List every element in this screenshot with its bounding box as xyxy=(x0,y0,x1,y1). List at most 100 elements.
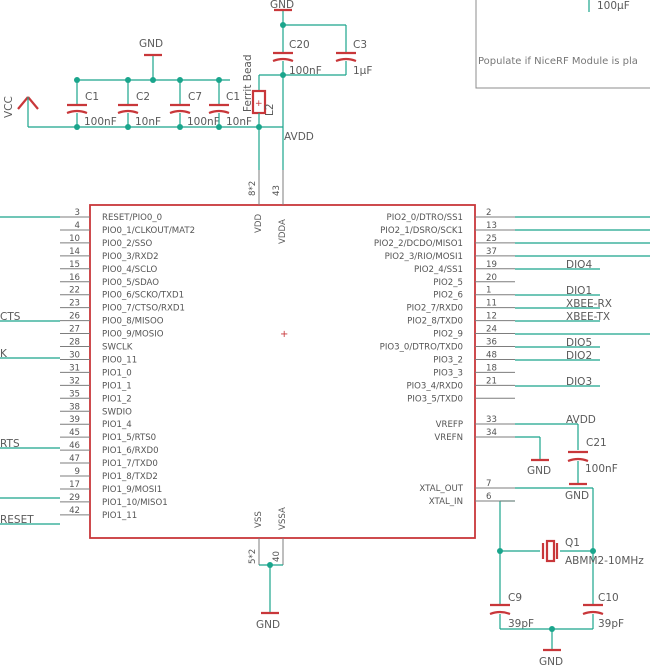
pin-number: 23 xyxy=(69,299,80,309)
pin-number: 1 xyxy=(486,286,491,296)
pin-name: PIO0_5/SDAO xyxy=(102,278,159,288)
pin-number: 9 xyxy=(75,467,80,477)
pin-number: 6 xyxy=(486,492,491,502)
c-partial-ref: C1 xyxy=(226,91,240,103)
pin-name: PIO2_8/TXD0 xyxy=(407,317,463,327)
pin-number: 47 xyxy=(69,454,80,464)
net-vcc: VCC xyxy=(3,96,15,118)
pin-name: PIO3_0/DTRO/TXD0 xyxy=(380,343,463,353)
pin-name: PIO0_3/RXD2 xyxy=(102,252,159,262)
pin-number: 36 xyxy=(486,338,497,348)
pin-number: 10 xyxy=(69,234,80,244)
pin-number: 18 xyxy=(486,363,497,373)
pin-name: SWDIO xyxy=(102,407,132,417)
pin-number: 20 xyxy=(486,273,497,283)
pin-name: PIO0_1/CLKOUT/MAT2 xyxy=(102,226,195,236)
vdd-label: VDD xyxy=(254,214,264,233)
pin-name: XTAL_OUT xyxy=(419,484,463,494)
pin-name: PIO1_1 xyxy=(102,381,132,391)
net-dio5: DIO5 xyxy=(566,337,592,349)
c10-value: 39pF xyxy=(598,618,624,630)
note-text: Populate if NiceRF Module is pla xyxy=(478,56,638,67)
pin-number: 30 xyxy=(69,350,80,360)
right-nets: DIO4 DIO1 XBEE-RX XBEE-TX DIO5 DIO2 DIO3 xyxy=(515,216,650,388)
net-dio4: DIO4 xyxy=(566,259,592,271)
c10-ref: C10 xyxy=(598,592,619,604)
pin-name: PIO0_2/SSO xyxy=(102,239,153,249)
pin-name: PIO1_8/TXD2 xyxy=(102,472,158,482)
pin-number: 37 xyxy=(486,247,497,257)
pin-name: PIO2_9 xyxy=(433,330,463,340)
pin-name: PIO2_6 xyxy=(433,291,463,301)
pin-number: 22 xyxy=(69,286,80,296)
c20-ref: C20 xyxy=(289,39,310,51)
net-xbee-tx: XBEE-TX xyxy=(566,311,610,323)
net-dio3: DIO3 xyxy=(566,376,592,388)
pin-number: 45 xyxy=(69,428,80,438)
vdd-pin-num: 8*2 xyxy=(248,181,258,196)
pin-name: PIO1_7/TXD0 xyxy=(102,459,158,469)
svg-text:+: + xyxy=(280,329,288,340)
pin-name: PIO0_7/CTSO/RXD1 xyxy=(102,304,185,314)
note-cap-value: 100µF xyxy=(597,0,630,12)
pin-name: PIO2_3/RIO/MOSI1 xyxy=(385,252,463,262)
pin-name: XTAL_IN xyxy=(429,497,463,507)
c21-value: 100nF xyxy=(585,463,618,475)
net-reset: RESET xyxy=(0,514,34,526)
svg-text:+: + xyxy=(255,99,263,109)
pin-name: PIO2_2/DCDO/MISO1 xyxy=(374,239,463,249)
pin-number: 27 xyxy=(69,325,80,335)
net-avdd: AVDD xyxy=(284,131,314,143)
pin-number: 12 xyxy=(486,312,497,322)
pin-name: PIO2_1/DSRO/SCK1 xyxy=(380,226,463,236)
net-avdd-vref: AVDD xyxy=(566,414,596,426)
pin-number: 21 xyxy=(486,376,497,386)
crystal-section: Q1 ABMM2-10MHz C9 39pF C10 39pF GND xyxy=(489,487,644,667)
gnd-c21: GND xyxy=(565,490,589,502)
pin-name: PIO1_9/MOSI1 xyxy=(102,485,162,495)
pin-number: 28 xyxy=(69,338,80,348)
c20-value: 100nF xyxy=(289,65,322,77)
pin-number: 14 xyxy=(69,247,80,257)
vssa-pin-num: 40 xyxy=(272,551,282,562)
pin-number: 42 xyxy=(69,506,80,516)
pin-name: PIO0_11 xyxy=(102,355,137,365)
pin-name: PIO0_8/MISOO xyxy=(102,317,164,327)
pin-number: 35 xyxy=(69,389,80,399)
gnd-decoupling: GND xyxy=(139,38,163,50)
l2-value: Ferrit Bead xyxy=(242,54,254,112)
vss-label: VSS xyxy=(254,511,264,528)
c2-ref: C2 xyxy=(136,91,150,103)
pin-number: 15 xyxy=(69,260,80,270)
pin-name: PIO1_0 xyxy=(102,368,132,378)
pin-name: PIO3_2 xyxy=(433,355,463,365)
pin-number: 32 xyxy=(69,376,80,386)
